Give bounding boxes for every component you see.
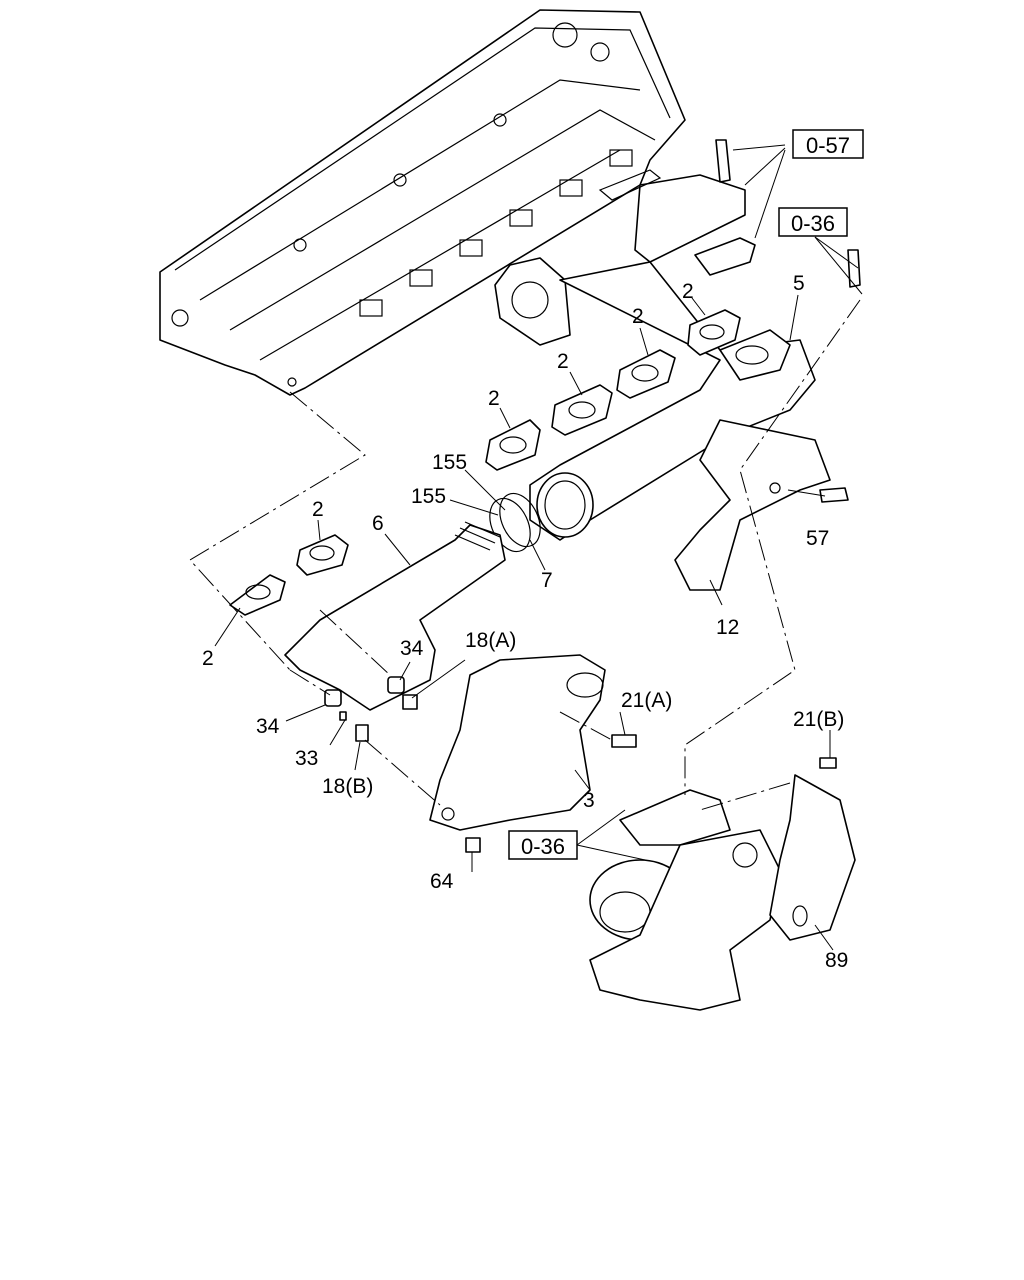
cylinder-head [159,9,686,396]
part-label: 18(A) [465,629,516,652]
part-label: 21(B) [793,708,844,731]
svg-text:0-36: 0-36 [521,834,565,859]
part-label: 34 [400,637,424,660]
part-label: 5 [793,272,805,295]
turbo-bracket [769,774,856,941]
fasteners [324,139,861,853]
part-label: 7 [541,569,553,592]
svg-text:0-57: 0-57 [806,133,850,158]
part-label: 3 [583,789,595,812]
part-label: 2 [202,647,214,670]
reference-0-57: 0-57 [792,129,864,159]
gasket-set-upper [485,237,756,471]
turbo-heat-shield [429,654,606,831]
reference-0-36-top: 0-36 [778,207,848,237]
upper-manifold-pipe [494,174,816,541]
part-label: 155 [411,485,446,508]
part-label: 2 [488,387,500,410]
part-label: 2 [557,350,569,373]
part-label: 64 [430,870,454,893]
reference-0-36-bottom: 0-36 [508,830,578,860]
part-label: 2 [312,498,324,521]
leader-lines [214,144,863,951]
part-label: 34 [256,715,280,738]
part-label: 2 [632,305,644,328]
part-label: 21(A) [621,689,672,712]
part-label: 18(B) [322,775,373,798]
phantom-lines [189,299,861,811]
svg-text:0-36: 0-36 [791,211,835,236]
turbocharger [589,789,781,1011]
lower-manifold-pipe [229,521,506,711]
part-label: 89 [825,949,848,972]
part-label: 155 [432,451,467,474]
part-label: 2 [682,280,694,303]
heat-shield-bracket [674,419,831,591]
part-label: 12 [716,616,739,639]
part-label: 57 [806,527,829,550]
part-label: 6 [372,512,384,535]
part-label: 33 [295,747,318,770]
part-labels: 2 2 2 2 2 2 5 155 155 6 7 57 12 34 18(A)… [202,272,848,972]
